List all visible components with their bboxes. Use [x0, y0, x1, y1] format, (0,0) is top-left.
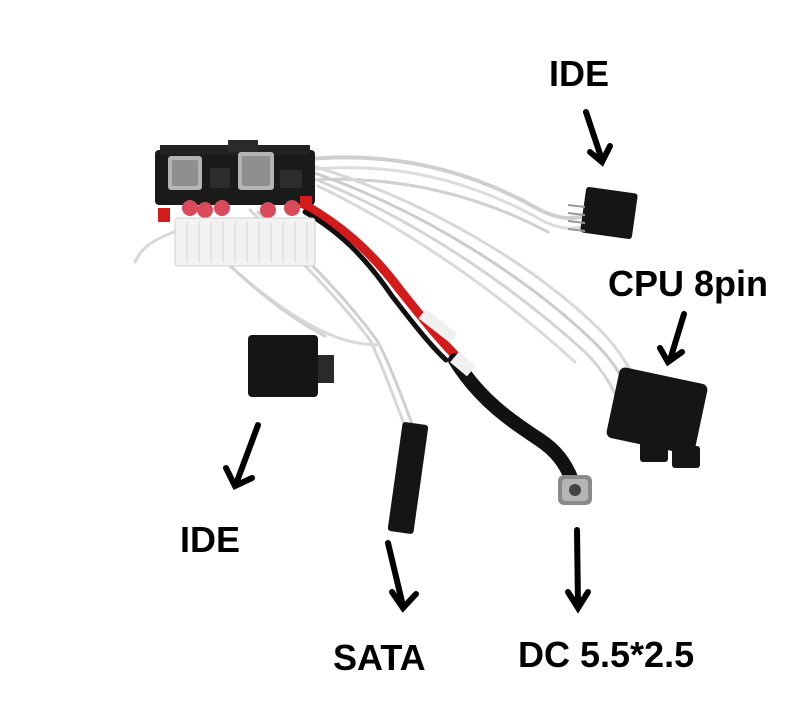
- arrow-ide-left: [223, 422, 261, 490]
- arrow-ide-top: [583, 109, 613, 167]
- arrow-dc: [565, 527, 591, 614]
- inductor-left: [168, 156, 202, 190]
- atx-24pin-connector: [174, 217, 316, 267]
- ide-connector-left: [248, 335, 334, 397]
- dc-jack: [558, 475, 592, 505]
- arrow-sata: [385, 540, 419, 613]
- dc-power-cable: [300, 200, 579, 487]
- label-ide-left: IDE: [180, 519, 241, 560]
- capacitors: [182, 200, 300, 218]
- atx-24pin-power-board: [155, 140, 316, 267]
- label-sata: SATA: [333, 637, 426, 678]
- sata-connector: [387, 422, 429, 534]
- label-cpu-8pin: CPU 8pin: [608, 263, 769, 304]
- cpu-8pin-connector: [606, 367, 708, 468]
- arrows: [223, 109, 687, 614]
- ide-connector-top: [567, 186, 638, 240]
- arrow-cpu: [657, 311, 687, 367]
- inductor-right: [238, 152, 274, 190]
- label-dc-jack: DC 5.5*2.5: [518, 634, 695, 675]
- label-ide-top: IDE: [549, 53, 610, 94]
